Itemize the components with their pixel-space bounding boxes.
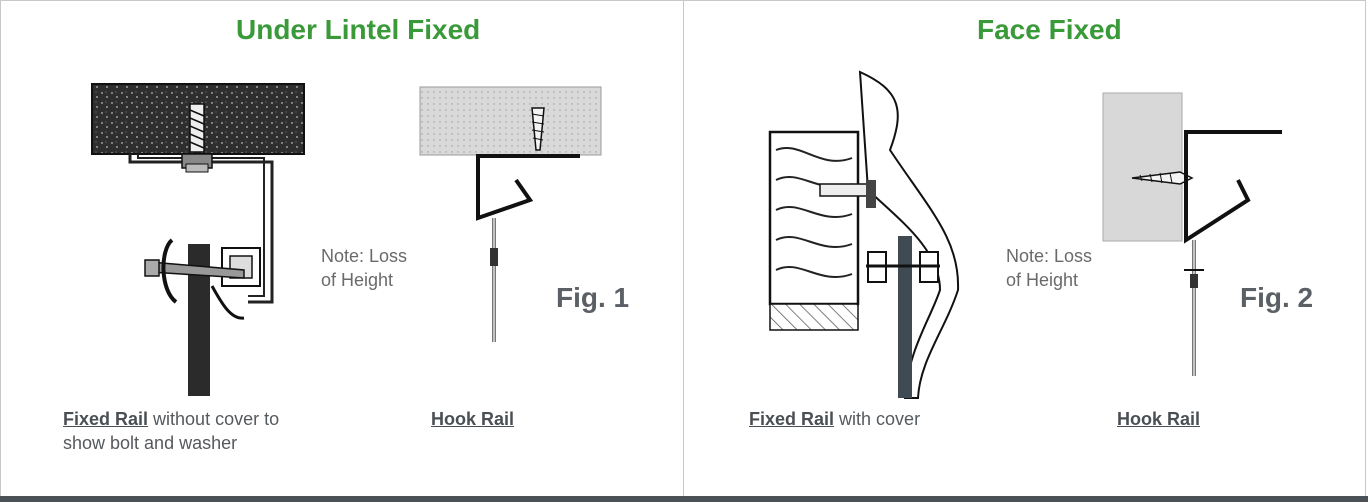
left-note-line2: of Height [321,270,394,290]
hook-rail-caption-right: Hook Rail [1117,407,1200,431]
hook-rail-face-fixed-drawing [1102,92,1282,376]
fixed-rail-caption-right: Fixed Rail with cover [749,407,920,431]
right-panel-title: Face Fixed [977,14,1122,45]
fixed-rail-term-right: Fixed Rail [749,409,835,429]
fixed-rail-caption-left-rest: without cover to [148,409,280,429]
left-note-line1: Note: Loss [321,246,408,266]
fixed-rail-face-fixed-drawing [768,70,960,399]
fixed-rail-under-lintel-drawing [91,83,305,396]
hook-rail-term-left: Hook Rail [431,409,515,429]
fixed-rail-caption-left: Fixed Rail without cover to show bolt an… [63,407,279,455]
hook-rail-term-right: Hook Rail [1117,409,1201,429]
right-note: Note: Loss of Height [1006,244,1092,292]
hook-rail-under-lintel-drawing [419,86,602,342]
fixed-rail-caption-left-line1: Fixed Rail without cover to [63,407,279,431]
fixed-rail-caption-left-line2: show bolt and washer [63,433,238,453]
panel-divider [683,0,684,496]
right-note-line1: Note: Loss [1006,246,1093,266]
left-note: Note: Loss of Height [321,244,407,292]
fixed-rail-caption-right-rest: with cover [834,409,921,429]
fig1-label: Fig. 1 [556,282,630,313]
fixed-rail-term-left: Fixed Rail [63,409,149,429]
right-note-line2: of Height [1006,270,1079,290]
bottom-bar [0,496,1368,502]
hook-rail-caption-left: Hook Rail [431,407,514,431]
left-panel-title: Under Lintel Fixed [236,14,481,45]
fig2-label: Fig. 2 [1240,282,1314,313]
